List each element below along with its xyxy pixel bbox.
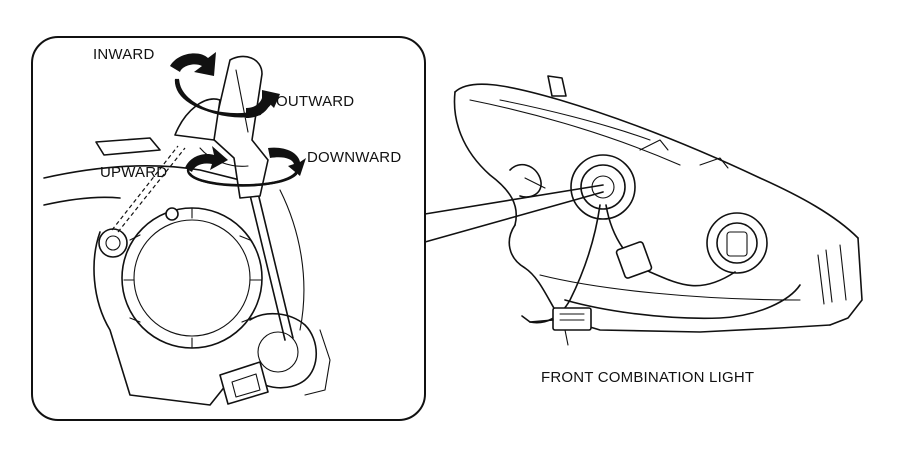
downward-label: DOWNWARD	[307, 149, 402, 166]
callout-leader-lines	[424, 184, 604, 243]
detail-headlight-drawing	[43, 55, 331, 406]
front-combination-light-caption: FRONT COMBINATION LIGHT	[541, 369, 755, 386]
inward-label: INWARD	[93, 46, 155, 63]
upward-label: UPWARD	[100, 164, 168, 181]
detail-callout-box	[31, 36, 426, 421]
front-combination-light-drawing	[453, 75, 863, 346]
outward-label: OUTWARD	[276, 93, 355, 110]
rotation-arrows	[170, 52, 306, 187]
